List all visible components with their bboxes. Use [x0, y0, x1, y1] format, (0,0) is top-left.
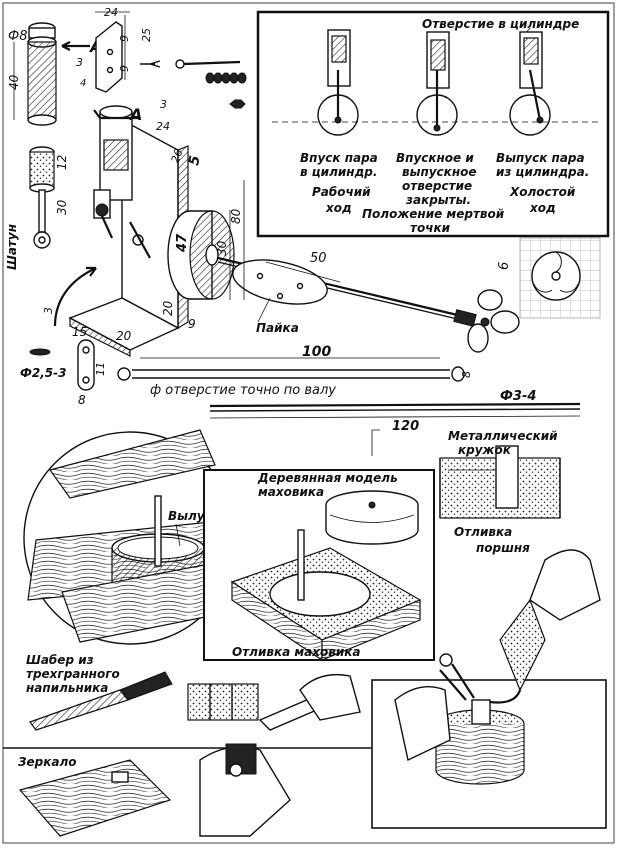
label-d50: 50 — [310, 251, 327, 266]
metal-mug-line-2: кружок — [458, 443, 512, 457]
col3-line-2: из цилиндра. — [496, 165, 589, 179]
label-otlivka-porshnya: Отливка поршня — [454, 525, 530, 555]
label-d11: 11 — [94, 362, 107, 376]
label-d4: 4 — [80, 78, 86, 89]
label-phi-hole: ф отверстие точно по валу — [150, 383, 336, 398]
wooden-model-line-1: Деревянная модель — [257, 471, 398, 485]
cylinder-col3-text: Выпуск пара из цилиндра. Холостой ход — [496, 151, 593, 215]
label-otlivka-mahovika: Отливка маховика — [232, 645, 361, 659]
label-d3c: 3 — [42, 307, 55, 314]
engine-frame-drawing — [68, 105, 520, 357]
col1-line-3: Рабочий — [312, 185, 371, 199]
label-d24b: 24 — [156, 120, 170, 133]
cylinder-col2-text: Впускное и выпускное отверстие закрыты. … — [362, 151, 508, 235]
bolt-and-nuts — [140, 59, 247, 109]
label-d26: 26 — [169, 147, 186, 165]
label-shaber: Шабер из трехгранного напильника — [26, 653, 124, 695]
label-d9c: 9 — [188, 317, 196, 331]
cylinder-bracket-part — [95, 11, 130, 93]
propeller-top-view — [519, 237, 601, 319]
shaber-line-1: Шабер из — [26, 653, 94, 667]
porshnya-line-1: Отливка — [454, 525, 512, 539]
cylinder-box-title: Отверстие в цилиндре — [422, 17, 579, 31]
col1-line-1: Впуск пара — [300, 151, 378, 165]
label-d15: 15 — [72, 325, 87, 339]
flywheel-casting-box — [203, 469, 435, 662]
label-d8a: 8 — [78, 393, 86, 407]
col2-line-1: Впускное и — [396, 151, 474, 165]
wooden-model-line-2: маховика — [258, 485, 324, 499]
label-arrow-a-main: А — [128, 105, 142, 124]
label-d8b: 8 — [460, 371, 473, 378]
label-d40: 40 — [7, 74, 21, 90]
shaber-line-3: напильника — [26, 681, 108, 695]
label-phi3-4: Ф3-4 — [500, 389, 536, 404]
label-payka: Пайка — [256, 321, 299, 335]
label-shatun: Шатун — [5, 224, 19, 270]
label-d100: 100 — [302, 344, 331, 360]
cylinder-positions-box — [256, 10, 610, 238]
metal-mug-line-1: Металлический — [448, 429, 558, 443]
label-d3a: 3 — [76, 56, 83, 69]
label-d80: 80 — [229, 208, 243, 224]
label-d9a: 9 — [118, 35, 131, 42]
shaft-part — [117, 357, 465, 382]
porshnya-line-2: поршня — [476, 541, 530, 555]
cylinder-col1-text: Впуск пара в цилиндр. Рабочий ход — [300, 151, 382, 215]
col3-line-4: ход — [529, 201, 556, 215]
label-zerkalo: Зеркало — [18, 755, 77, 769]
connecting-rod-drawing — [29, 146, 55, 249]
col2-line-4: закрыты. — [405, 193, 471, 207]
label-d30a: 30 — [55, 199, 69, 215]
label-phi25-3: Ф2,5-3 — [20, 366, 67, 380]
piston-casting-detail — [371, 429, 561, 519]
label-phi8: Ф8 — [8, 29, 27, 44]
label-d20a: 20 — [161, 300, 175, 316]
col2-line-6: точки — [410, 221, 451, 235]
col3-line-3: Холостой — [509, 185, 576, 199]
label-d12: 12 — [55, 155, 69, 170]
rod-part — [209, 402, 581, 419]
mirror-illustration — [3, 743, 372, 837]
label-d9b: 9 — [118, 65, 131, 72]
col3-line-1: Выпуск пара — [496, 151, 585, 165]
label-d24a: 24 — [104, 6, 118, 19]
label-d5: 5 — [186, 154, 203, 167]
scraper-illustration — [29, 671, 361, 731]
label-d47: 47 — [175, 233, 190, 253]
label-d20b: 20 — [116, 329, 132, 343]
col1-line-2: в цилиндр. — [300, 165, 377, 179]
label-d120: 120 — [392, 419, 419, 434]
pouring-illustration — [371, 549, 607, 829]
col2-line-3: отверстие — [402, 179, 472, 193]
col2-line-2: выпускное — [402, 165, 477, 179]
shaber-line-2: трехгранного — [26, 667, 120, 681]
crank-part — [77, 339, 95, 391]
label-d30b: 30 — [215, 240, 229, 256]
label-wooden-model: Деревянная модель маховика — [257, 471, 402, 499]
label-d25: 25 — [140, 28, 153, 42]
label-d3b: 3 — [160, 98, 167, 111]
col2-line-5: Положение мертвой — [362, 207, 505, 221]
piston-drawing — [13, 22, 57, 126]
label-metal-mug: Металлический кружок — [448, 429, 562, 457]
col1-line-4: ход — [325, 201, 352, 215]
arrow-a-left — [61, 41, 90, 51]
label-d6: 6 — [497, 262, 512, 270]
